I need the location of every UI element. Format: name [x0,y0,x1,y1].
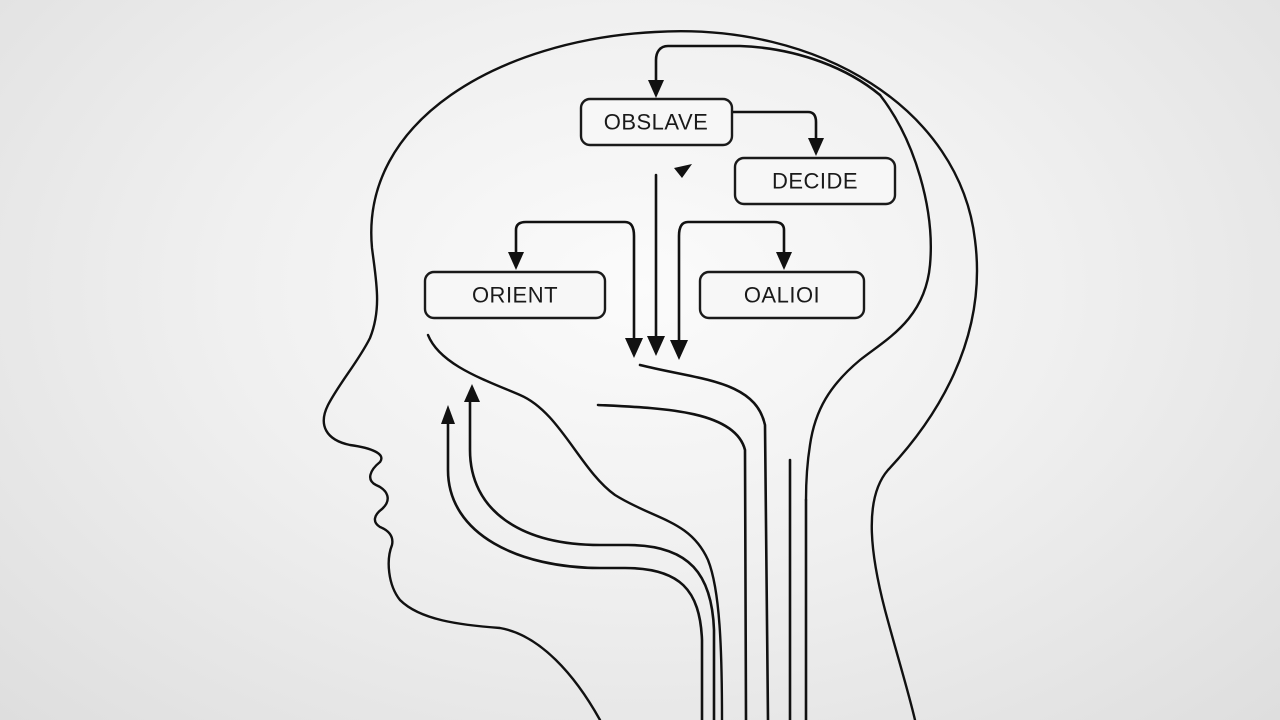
node-orient-box [423,270,607,320]
arrowhead-center-a [647,336,665,356]
node-decide-label: DECIDE [772,169,858,194]
arrowhead-down-orient [508,252,524,270]
node-decide-box [733,156,897,206]
observe-to-decide-wire [730,110,818,148]
arrowhead-down-act [776,252,792,270]
arrowhead-center-b [625,338,643,358]
node-decide: DECIDE [733,156,897,206]
arrowhead-up-inner [464,384,480,402]
node-observe-box [579,97,734,147]
node-orient: ORIENT [423,270,607,320]
neck-wire-2 [596,403,748,720]
node-act-box [698,270,866,320]
top-loop-wire [654,44,882,97]
feedback-wire-inner [468,396,716,720]
head-outline [322,30,979,720]
small-pointer [674,164,692,178]
inner-skull-contour [804,93,932,502]
neck-wire-1 [638,363,770,720]
feedback-wire-outer [446,418,704,720]
arrowhead-center-c [670,340,688,360]
node-act-label: OALIOI [744,283,820,308]
node-orient-label: ORIENT [472,283,558,308]
arrowhead-down-top [648,80,664,98]
arrowhead-up-outer [441,405,455,424]
act-loop-wire [677,220,786,346]
arrowhead-down-decide [808,138,824,156]
orient-loop-wire [514,220,636,344]
node-observe-label: OBSLAVE [604,110,709,135]
node-observe: OBSLAVE [579,97,734,147]
node-act: OALIOI [698,270,866,320]
jaw-line [426,333,724,720]
